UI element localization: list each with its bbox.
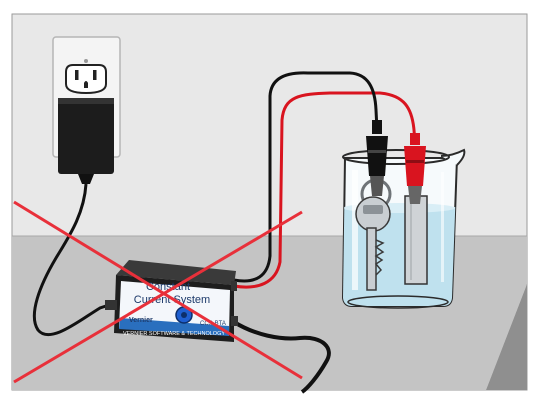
device-brand: Vernier xyxy=(129,317,153,324)
red-wire xyxy=(233,91,417,289)
cross-out-mark xyxy=(13,200,303,384)
device-footer: VERNIER SOFTWARE & TECHNOLOGY xyxy=(123,331,225,337)
table-front xyxy=(486,284,527,390)
black-clip xyxy=(366,120,388,196)
current-source-box xyxy=(105,260,238,342)
power-adapter-icon xyxy=(58,98,114,184)
key-icon xyxy=(355,178,392,291)
black-wire xyxy=(233,71,379,283)
beaker-icon xyxy=(341,148,466,309)
red-clip xyxy=(404,133,426,204)
output-cable xyxy=(232,320,331,394)
metal-strip-electrode xyxy=(404,195,428,285)
power-cable xyxy=(32,183,113,337)
